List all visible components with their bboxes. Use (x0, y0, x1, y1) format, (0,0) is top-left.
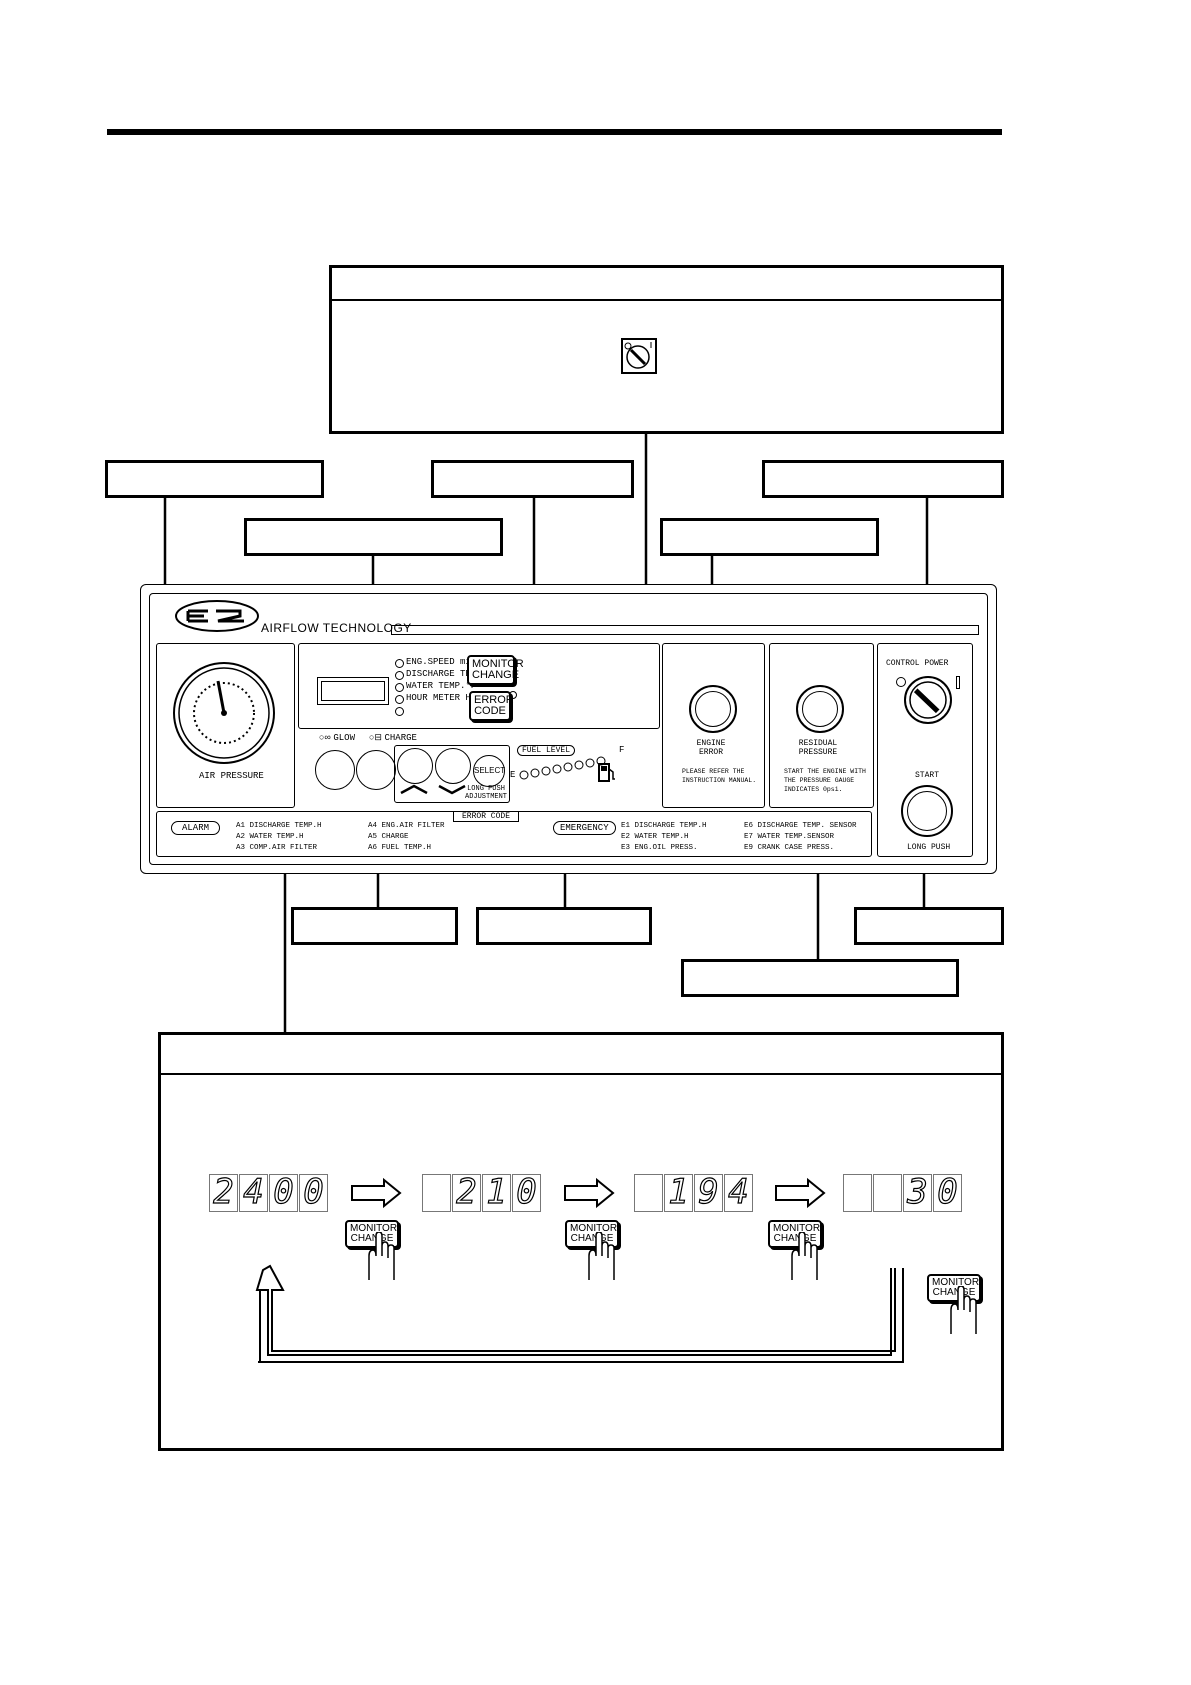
down-arrow-icon (438, 784, 466, 795)
seg-digit: 1 (668, 1171, 690, 1212)
display-section (298, 643, 660, 729)
residual-pressure-lamp (796, 685, 844, 733)
up-arrow-icon (400, 784, 428, 795)
adjust-button-group (394, 745, 510, 803)
power-off-lamp (896, 677, 906, 687)
control-power-key-switch[interactable] (903, 675, 953, 725)
alarm-label: ALARM (171, 821, 221, 835)
engine-error-section (662, 643, 765, 808)
brand-text: AIRFLOW TECHNOLOGY (261, 621, 412, 635)
charge-button[interactable] (356, 750, 396, 790)
callout-header-divider (332, 299, 1001, 301)
seg-digit: 9 (698, 1171, 720, 1212)
seg-digit: 0 (516, 1171, 538, 1212)
right-arrow-icon (351, 1177, 402, 1209)
fuel-pump-icon (598, 763, 615, 782)
callout-fuel-level (476, 907, 652, 945)
select-button[interactable]: SELECT (473, 755, 505, 787)
seg-digit: 4 (728, 1171, 750, 1212)
pointing-hand-icon (791, 1232, 818, 1280)
callout-air-pressure-gauge (105, 460, 324, 498)
start-button[interactable] (901, 785, 953, 837)
power-on-mark (956, 676, 960, 689)
callout-engine-error-lamp (660, 518, 879, 556)
glow-indicator: ○∞ GLOW (319, 732, 355, 743)
sequence-header-divider (161, 1073, 1001, 1075)
callout-control-power-switch (762, 460, 1004, 498)
fuel-e-label: E (510, 770, 516, 780)
key-switch-icon (621, 338, 657, 374)
code-strip (156, 811, 872, 857)
gauge-label: AIR PRESSURE (199, 771, 264, 781)
control-power-callout (329, 265, 1004, 434)
pointing-hand-icon (950, 1286, 977, 1334)
callout-monitor-change-button (244, 518, 503, 556)
control-power-label: CONTROL POWER (886, 659, 949, 668)
pointing-hand-icon (588, 1232, 615, 1280)
error-code-lamp (509, 691, 517, 699)
monitor-lamp-list: ENG.SPEED min⁻¹ DISCHARGE TEMP.°F WATER … (395, 657, 498, 717)
charge-indicator: ○⊟ CHARGE (369, 732, 417, 743)
lcd-display (317, 677, 389, 705)
brand-logo (175, 600, 259, 632)
right-arrow-icon (775, 1177, 826, 1209)
gauge-section (156, 643, 295, 808)
monitor-item: WATER TEMP.°F (395, 681, 498, 693)
up-button[interactable] (397, 748, 433, 784)
engine-error-lamp (689, 685, 737, 733)
down-button[interactable] (435, 748, 471, 784)
callout-residual-pressure-lamp (681, 959, 959, 997)
seg-digit: 2 (213, 1171, 235, 1212)
emergency-label: EMERGENCY (553, 821, 616, 835)
start-label: START (915, 771, 940, 780)
monitor-item: ENG.SPEED min⁻¹ (395, 657, 498, 669)
fuel-level-lamps (519, 756, 606, 780)
seg-digit: 4 (243, 1171, 265, 1212)
glow-button[interactable] (315, 750, 355, 790)
seg-digit: 3 (907, 1171, 929, 1212)
glow-icon: ○∞ (319, 732, 331, 742)
brand-stripe (391, 625, 979, 635)
power-start-section (877, 643, 973, 857)
air-pressure-gauge[interactable] (172, 661, 276, 765)
callout-error-code-button (431, 460, 634, 498)
callout-start-button (854, 907, 1004, 945)
loop-return-arrow (255, 1264, 896, 1356)
control-panel-inner (149, 593, 988, 865)
callout-monitor-lamps (291, 907, 458, 945)
seg-digit: 1 (486, 1171, 508, 1212)
control-panel: AIRFLOW TECHNOLOGY AIR PRESSURE ENG.SPEE… (140, 584, 997, 874)
seg-digit: 0 (273, 1171, 295, 1212)
seg-digit: 0 (937, 1171, 959, 1212)
fuel-f-label: F (619, 745, 625, 755)
monitor-item: HOUR METER Hr (395, 693, 498, 705)
monitor-item (395, 705, 498, 717)
battery-icon: ○⊟ (369, 732, 382, 742)
long-push-label: LONG PUSH (907, 843, 951, 852)
monitor-item: DISCHARGE TEMP.°F (395, 669, 498, 681)
fuel-level-label: FUEL LEVEL (517, 745, 576, 756)
right-arrow-icon (564, 1177, 615, 1209)
seg-digit: 2 (456, 1171, 478, 1212)
seg-digit: 0 (303, 1171, 325, 1212)
top-rule (107, 129, 1002, 135)
residual-pressure-section (769, 643, 874, 808)
pointing-hand-icon (368, 1232, 395, 1280)
